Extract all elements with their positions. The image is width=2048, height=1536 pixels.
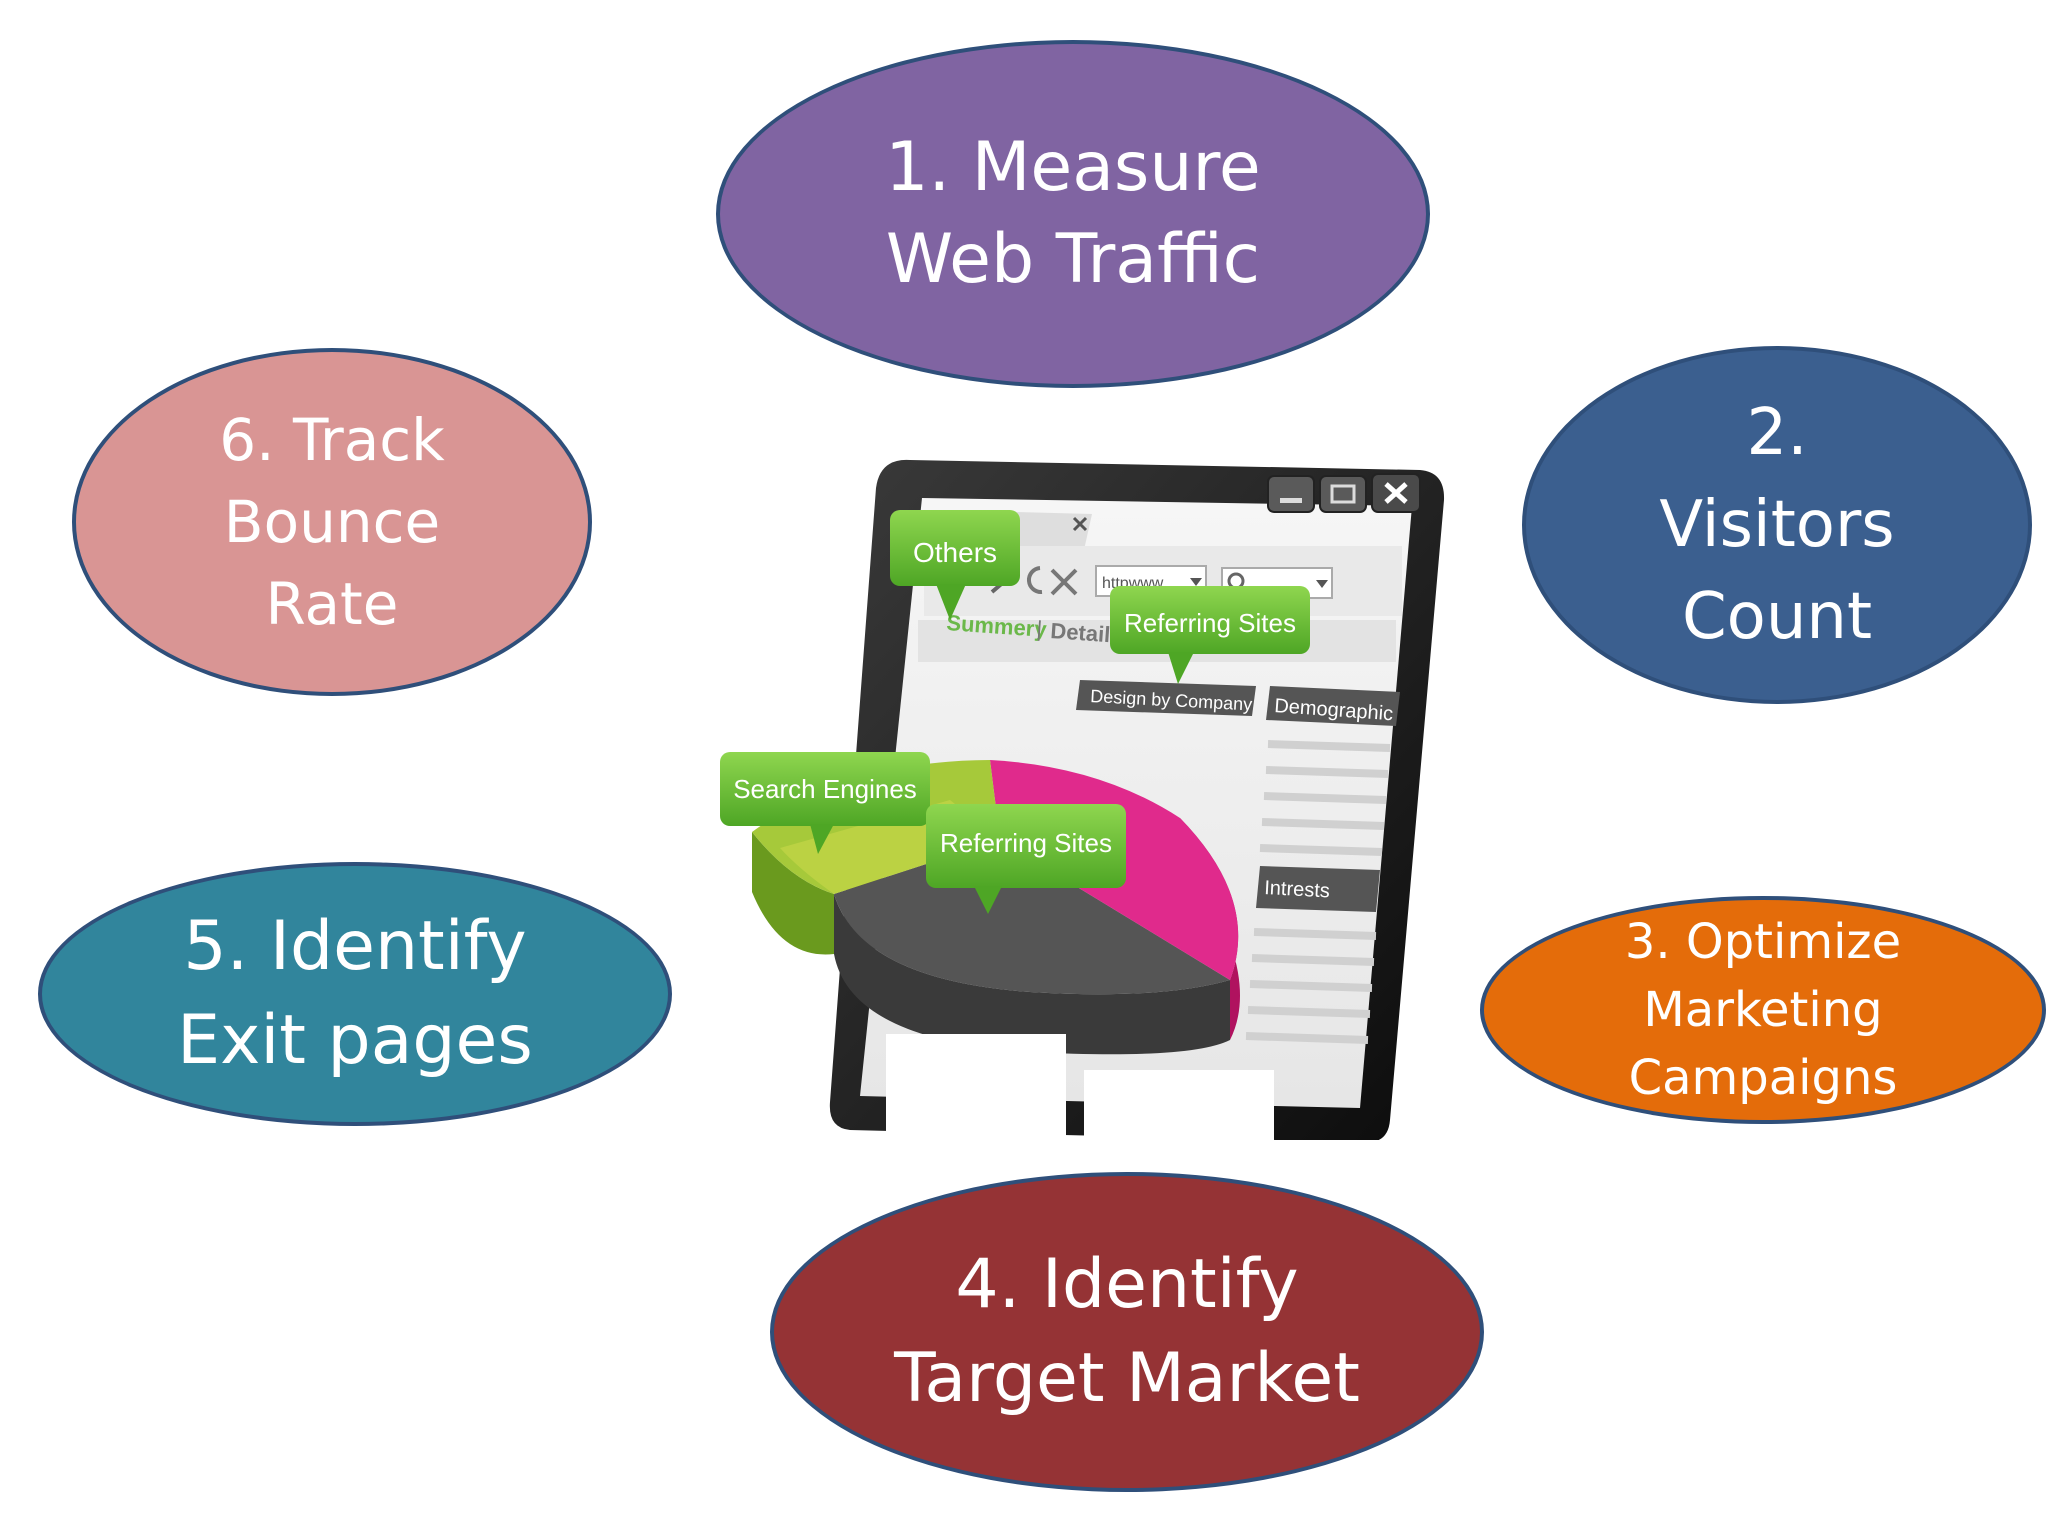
mask-block-left [886,1034,1066,1140]
interests-panel-label: Intrests [1264,877,1331,902]
bubble-referring-top-label: Referring Sites [1124,608,1296,638]
step-3-label: 3. Optimize Marketing Campaigns [1624,914,1902,1106]
bubble-referring-top: Referring Sites [1110,586,1310,684]
step-4-ellipse: 4. Identify Target Market [770,1172,1484,1492]
analytics-illustration-svg: httpwww Summery | Detailed Design by Com… [720,459,1445,1140]
step-5-label: 5. Identify Exit pages [177,907,533,1080]
maximize-icon [1319,475,1367,513]
step-6-ellipse: 6. Track Bounce Rate [72,348,592,696]
step-5-ellipse: 5. Identify Exit pages [38,862,672,1126]
bubble-others-label: Others [913,537,997,568]
bubble-others: Others [890,510,1020,620]
bubble-search-engines-label: Search Engines [733,774,917,804]
step-2-ellipse: 2. Visitors Count [1522,346,2032,704]
minimize-icon [1267,475,1315,513]
pie-gray-side [834,894,1230,1055]
step-1-ellipse: 1. Measure Web Traffic [716,40,1430,388]
bubble-search-engines: Search Engines [720,752,930,854]
step-6-label: 6. Track Bounce Rate [219,406,445,638]
analytics-illustration: httpwww Summery | Detailed Design by Com… [700,440,1460,1140]
step-4-label: 4. Identify Target Market [894,1245,1360,1418]
step-1-label: 1. Measure Web Traffic [885,128,1261,299]
stop-icon [1050,568,1078,596]
step-3-ellipse: 3. Optimize Marketing Campaigns [1480,896,2046,1124]
tab-separator: | [1036,616,1043,641]
bubble-referring-bottom: Referring Sites [926,804,1126,914]
step-2-label: 2. Visitors Count [1659,396,1895,654]
refresh-icon [1027,566,1043,595]
bubble-referring-bottom-label: Referring Sites [940,828,1112,858]
pie-green-side [752,832,834,955]
content-lines [1245,740,1391,1044]
mask-block-right [1084,1070,1274,1140]
